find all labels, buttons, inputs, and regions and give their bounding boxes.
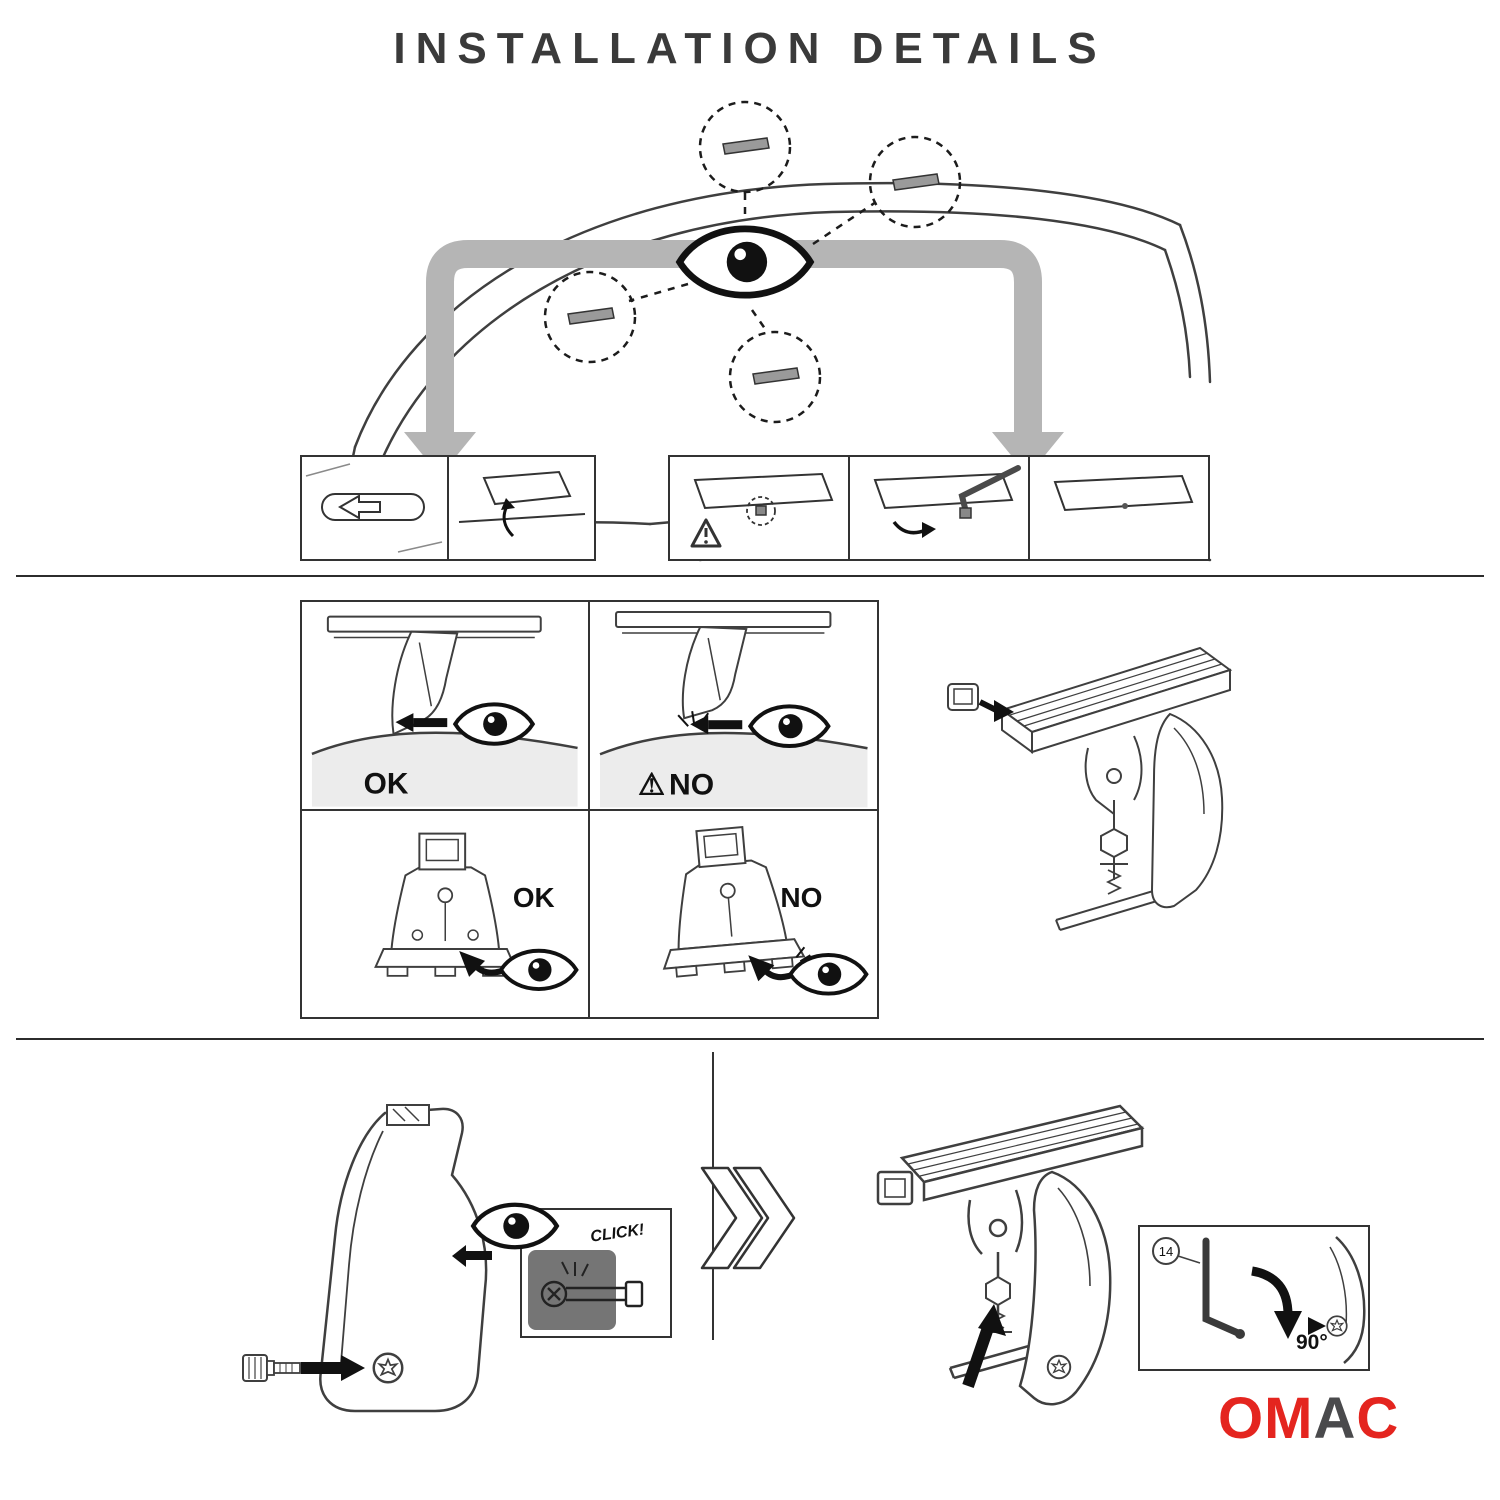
look-arrow-icon [452, 1245, 466, 1267]
foot-body [1018, 1170, 1112, 1406]
panel-slide-cover [302, 457, 449, 559]
logo-letter: A [1313, 1386, 1357, 1451]
fit-front-no-drawing: NO [662, 826, 868, 996]
page-title: INSTALLATION DETAILS [393, 24, 1107, 73]
mount-point-markers [543, 100, 962, 424]
eye-icon [473, 1205, 557, 1247]
look-here-overlay [452, 1192, 564, 1267]
ok-label: OK [513, 883, 555, 914]
fit-side-no-drawing: ⚠NO [599, 611, 868, 808]
eye-icon [680, 229, 811, 295]
logo-letter: O [1218, 1386, 1265, 1451]
bolt-access-detail-panels [668, 455, 1210, 561]
allen-key-icon [958, 465, 1021, 515]
foot-silhouette [1150, 712, 1224, 909]
lift-arrow-icon [502, 505, 515, 538]
step-divider [712, 1052, 714, 1340]
lock-hole-icon [1046, 1354, 1072, 1380]
allen-key-turn-drawing [873, 465, 1021, 538]
part-foot-partial [1329, 1236, 1366, 1364]
turn-arrow-icon [892, 520, 927, 535]
brand-logo: OMAC [1218, 1390, 1399, 1448]
angle-label: 90° [1296, 1331, 1328, 1354]
click-label: CLICK! [589, 1221, 646, 1245]
foot-bolt-insert-drawing [242, 1104, 488, 1413]
push-up-arrow-icon [962, 1320, 996, 1388]
warning-icon [690, 518, 722, 548]
allen-key-detail-box: 14 90° [1138, 1225, 1370, 1371]
part-number-label: 14 [1159, 1244, 1173, 1259]
assembled-foot-drawing [876, 1104, 1145, 1406]
eye-icon [750, 706, 828, 746]
lock-hole-icon [372, 1352, 404, 1384]
look-arrow-icon [689, 715, 708, 735]
open-flap-drawing [458, 470, 586, 538]
crossbar-3d [899, 1104, 1145, 1202]
inset-panel [528, 1250, 616, 1330]
slot-cover-detail-panels [300, 455, 596, 561]
allen-key-icon [1202, 1237, 1242, 1337]
fit-front-no-cell: NO [590, 811, 878, 1018]
panel-cover-closed [1030, 457, 1208, 559]
crossbar-ribs [1009, 652, 1223, 727]
part-number-callout: 14 [1152, 1237, 1201, 1265]
clamp-jaws [967, 1189, 1024, 1255]
look-arrow-icon [395, 713, 414, 733]
sightline-connectors [628, 193, 877, 334]
fit-front-ok-drawing: OK [374, 832, 579, 992]
crossbar-ribs [907, 1111, 1139, 1177]
click-spark-icon [561, 1261, 589, 1277]
no-label: NO [780, 883, 822, 914]
no-label: ⚠NO [638, 768, 714, 801]
panel-bolt-location [670, 457, 850, 559]
end-cap [876, 1170, 914, 1206]
rotate-arrow-icon [1251, 1266, 1293, 1316]
lock-hole-icon [1326, 1315, 1348, 1337]
section-divider [16, 1038, 1484, 1040]
next-step-arrow [700, 1166, 796, 1270]
foot-body [319, 1104, 488, 1413]
slide-cover-drawing [305, 463, 443, 553]
bolt-engaged [540, 1280, 644, 1308]
insert-arrow-icon [1308, 1317, 1326, 1335]
eye-icon [787, 953, 868, 996]
end-cap-insert [947, 683, 1014, 722]
logo-letter: M [1264, 1386, 1314, 1451]
cover-closed-drawing [1053, 474, 1194, 512]
insert-arrow-icon [341, 1355, 365, 1381]
lock-bolt [242, 1354, 301, 1382]
clamp-bolt [1100, 800, 1128, 895]
tilted-foot [662, 826, 806, 978]
clamp-assembly-drawing [947, 646, 1233, 931]
ok-label: OK [364, 768, 409, 801]
fit-side-ok-drawing: OK [311, 615, 578, 807]
panel-open-flap [449, 457, 594, 559]
eye-icon [455, 704, 533, 743]
clamp-jaws [1084, 735, 1143, 815]
fit-check-grid: OK ⚠NO [300, 600, 879, 1019]
fit-side-ok-cell: OK [302, 602, 590, 812]
logo-letter: C [1356, 1386, 1400, 1451]
eye-icon [499, 949, 579, 992]
fit-side-no-cell: ⚠NO [589, 602, 877, 812]
slide-arrow-icon [338, 494, 381, 520]
bolt-location-drawing [690, 472, 834, 548]
click-detail-drawing: CLICK! [528, 1221, 646, 1330]
insert-arrow-icon [994, 700, 1014, 722]
section-divider [16, 575, 1484, 577]
panel-allen-key-turn [850, 457, 1030, 559]
fit-front-ok-cell: OK [302, 811, 590, 1019]
allen-key-detail-drawing: 14 90° [1152, 1236, 1366, 1364]
